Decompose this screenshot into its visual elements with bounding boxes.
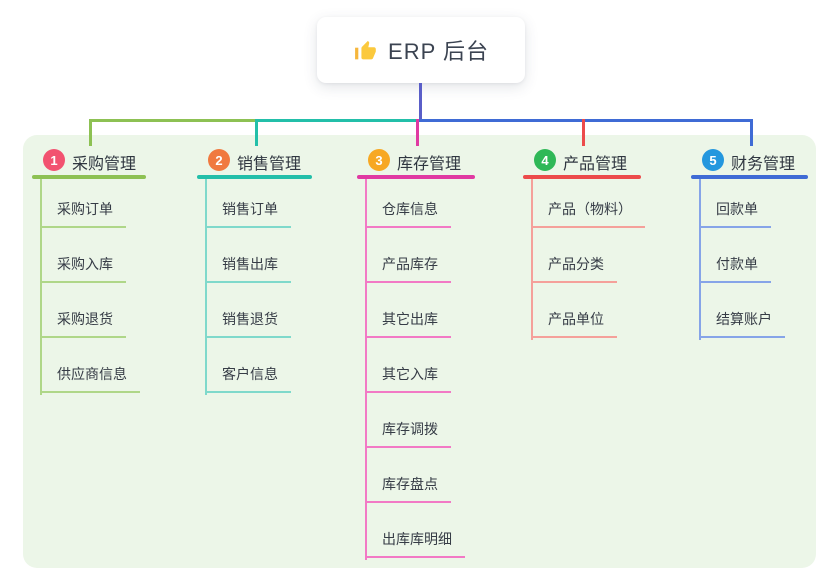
child-node[interactable]: 结算账户 xyxy=(699,308,785,338)
branch-title[interactable]: 销售管理 xyxy=(237,156,302,173)
branch-children-line xyxy=(40,179,42,395)
child-node[interactable]: 产品库存 xyxy=(365,253,451,283)
child-node[interactable]: 销售订单 xyxy=(205,198,291,228)
root-node[interactable]: ERP 后台 xyxy=(317,17,525,83)
branch-number-badge: 1 xyxy=(43,149,65,171)
child-node[interactable]: 产品分类 xyxy=(531,253,617,283)
child-node[interactable]: 其它出库 xyxy=(365,308,451,338)
branch-number-badge: 3 xyxy=(368,149,390,171)
branch-drop-2 xyxy=(255,119,258,146)
child-node[interactable]: 出库库明细 xyxy=(365,528,465,558)
child-node[interactable]: 采购订单 xyxy=(40,198,126,228)
branch-children-line xyxy=(205,179,207,395)
bus-segment-right xyxy=(419,119,753,122)
branch-underline xyxy=(691,175,808,179)
branch-number-badge: 4 xyxy=(534,149,556,171)
branch-drop-1 xyxy=(89,119,92,146)
child-node[interactable]: 产品（物料） xyxy=(531,198,645,228)
branch-drop-4 xyxy=(582,119,585,146)
child-node[interactable]: 回款单 xyxy=(699,198,771,228)
branch-title[interactable]: 产品管理 xyxy=(563,156,628,173)
branch-title[interactable]: 采购管理 xyxy=(72,156,137,173)
child-node[interactable]: 销售退货 xyxy=(205,308,291,338)
branch-number-badge: 2 xyxy=(208,149,230,171)
child-node[interactable]: 库存盘点 xyxy=(365,473,451,503)
branch-underline xyxy=(357,175,475,179)
root-connector xyxy=(419,83,422,122)
bus-segment-left xyxy=(89,119,257,122)
child-node[interactable]: 供应商信息 xyxy=(40,363,140,393)
child-node[interactable]: 付款单 xyxy=(699,253,771,283)
child-node[interactable]: 采购入库 xyxy=(40,253,126,283)
branches-background-panel xyxy=(23,135,816,568)
branch-drop-5 xyxy=(750,119,753,146)
branch-children-line xyxy=(365,179,367,560)
child-node[interactable]: 库存调拨 xyxy=(365,418,451,448)
child-node[interactable]: 客户信息 xyxy=(205,363,291,393)
branch-title[interactable]: 财务管理 xyxy=(731,156,796,173)
thumbs-up-icon xyxy=(353,38,378,63)
child-node[interactable]: 仓库信息 xyxy=(365,198,451,228)
branch-underline xyxy=(197,175,312,179)
branch-children-line xyxy=(531,179,533,340)
child-node[interactable]: 其它入库 xyxy=(365,363,451,393)
child-node[interactable]: 销售出库 xyxy=(205,253,291,283)
child-node[interactable]: 采购退货 xyxy=(40,308,126,338)
branch-number-badge: 5 xyxy=(702,149,724,171)
root-node-label: ERP 后台 xyxy=(388,39,489,64)
branch-drop-3 xyxy=(416,119,419,146)
branch-underline xyxy=(32,175,146,179)
branch-children-line xyxy=(699,179,701,340)
branch-title[interactable]: 库存管理 xyxy=(397,156,462,173)
child-node[interactable]: 产品单位 xyxy=(531,308,617,338)
branch-underline xyxy=(523,175,641,179)
bus-segment-middle xyxy=(255,119,422,122)
